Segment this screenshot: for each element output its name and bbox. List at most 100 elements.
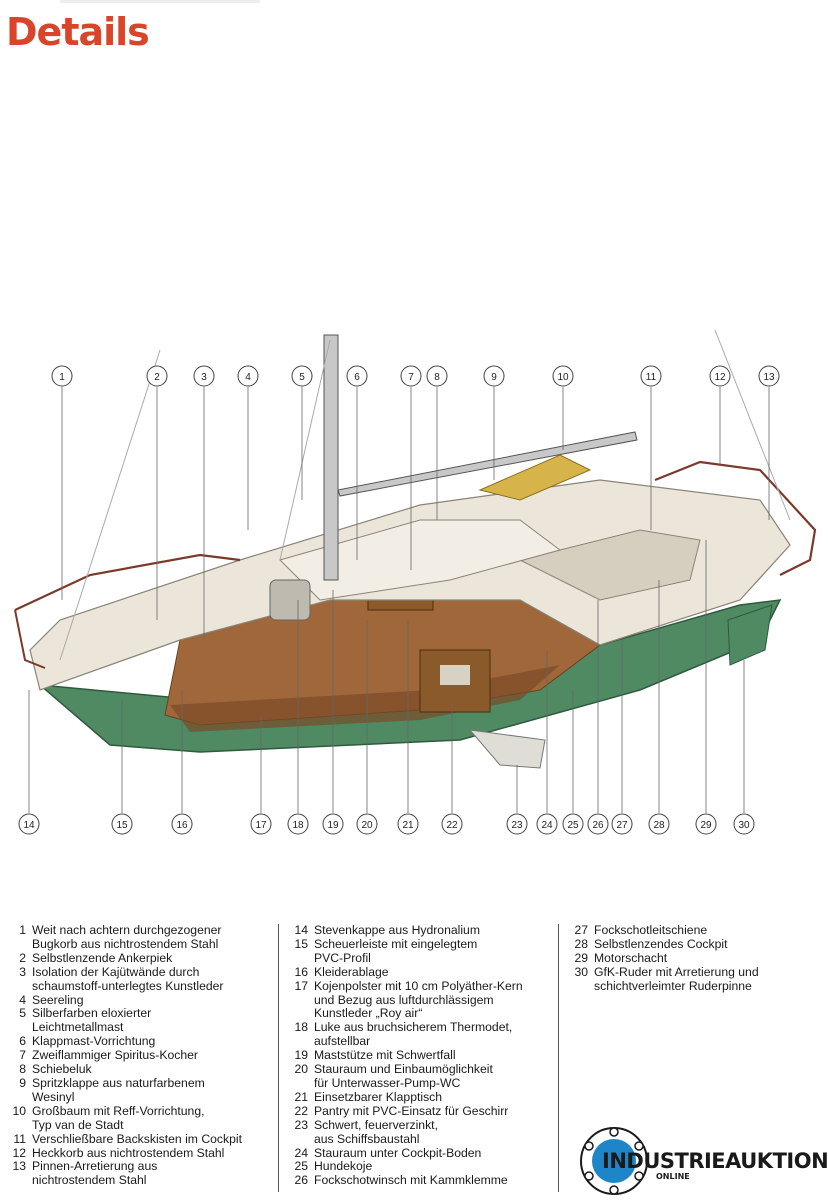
legend-text: Heckkorb aus nichtrostendem Stahl <box>32 1145 225 1160</box>
industrieauktion-logo <box>580 1127 648 1195</box>
page-title: Details <box>6 10 150 54</box>
callout-number: 17 <box>255 820 267 831</box>
legend-number: 7 <box>19 1048 26 1063</box>
legend-number: 29 <box>574 950 588 965</box>
legend-text: Klappmast-Vorrichtung <box>32 1034 156 1049</box>
legend-divider <box>278 924 279 1192</box>
legend-text: Fockschotwinsch mit Kammklemme <box>314 1173 508 1188</box>
legend-number: 1 <box>19 923 26 937</box>
legend-text: Seereling <box>32 992 84 1007</box>
legend-text: Hundekoje <box>314 1159 373 1174</box>
callout-circle <box>356 813 378 835</box>
callout-circle <box>426 365 448 387</box>
callout-circle <box>587 813 609 835</box>
legend-text: Einsetzbarer Klapptisch <box>314 1089 443 1104</box>
callout-number: 19 <box>327 820 339 831</box>
callout-circle <box>171 813 193 835</box>
callout-number: 29 <box>700 820 712 831</box>
legend-number: 11 <box>13 1131 26 1146</box>
legend-number: 6 <box>19 1034 26 1049</box>
legend-item: 6 Klappmast-Vorrichtung <box>4 1034 274 1049</box>
legend-number: 15 <box>294 936 308 951</box>
legend-text: Maststütze mit Schwertfall <box>314 1048 456 1063</box>
cockpit-well <box>518 529 701 601</box>
legend-text: Selbstlenzende Ankerpiek <box>32 950 173 965</box>
callout-circle <box>648 813 670 835</box>
legend-item: 10 Großbaum mit Reff-Vorrichtung, Typ van… <box>4 1103 274 1133</box>
legend-item: 4 Seereling <box>4 992 274 1008</box>
callout-circle <box>733 813 755 835</box>
callout-circle <box>291 365 313 387</box>
cabin-floor <box>170 665 560 732</box>
legend-text: Schiebeluk <box>32 1062 92 1077</box>
callout-number: 7 <box>408 372 414 383</box>
legend-text: Luke aus bruchsicherem Thermodet, aufste… <box>314 1020 513 1049</box>
legend-text: Stauraum unter Cockpit-Boden <box>314 1145 482 1160</box>
legend-item: 11 Verschließbare Backskisten im Cockpit <box>4 1131 274 1147</box>
logo-text: INDUSTRIEAUKTION <box>602 1149 828 1173</box>
callout-circle <box>18 813 40 835</box>
legend-text: Spritzklappe aus naturfarbenem Wesinyl <box>32 1075 205 1104</box>
legend-number: 10 <box>12 1103 26 1118</box>
legend-number: 30 <box>574 964 588 979</box>
rudder <box>727 604 773 666</box>
legend-number: 22 <box>294 1103 308 1118</box>
legend-text: Fockschotleitschiene <box>594 923 708 937</box>
legend-number: 14 <box>294 923 308 937</box>
callout-number: 14 <box>23 820 35 831</box>
callout-circle <box>51 365 73 387</box>
callout-circle <box>111 813 133 835</box>
legend-text: Stevenkappe aus Hydronalium <box>314 923 480 937</box>
legend-number: 4 <box>19 992 26 1007</box>
legend-number: 2 <box>19 950 26 965</box>
mast <box>323 334 339 581</box>
spray-hood <box>478 454 592 501</box>
legend-text: Kojenpolster mit 10 cm Polyäther-Kern un… <box>314 978 523 1021</box>
callout-circle <box>483 365 505 387</box>
legend-number: 12 <box>12 1145 26 1160</box>
legend-text: Stauraum und Einbaumöglichkeit für Unter… <box>314 1062 493 1090</box>
legend-text: Scheuerleiste mit eingelegtem PVC-Profil <box>314 936 478 965</box>
legend-item: 2 Selbstlenzende Ankerpiek <box>4 950 274 966</box>
legend-text: Pantry mit PVC-Einsatz für Geschirr <box>314 1103 509 1118</box>
logo-subtext: ONLINE <box>656 1172 690 1181</box>
callout-circle <box>397 813 419 835</box>
legend-number: 24 <box>294 1145 308 1160</box>
callout-number: 9 <box>491 372 497 383</box>
callout-circle <box>146 365 168 387</box>
legend-text: Verschließbare Backskisten im Cockpit <box>32 1131 242 1146</box>
callout-number: 26 <box>592 820 604 831</box>
legend-number: 16 <box>294 964 308 979</box>
callout-circle <box>536 813 558 835</box>
legend-text: Isolation der Kajütwände durch schaumsto… <box>32 964 224 993</box>
legend-number: 5 <box>19 1006 26 1021</box>
callout-number: 16 <box>176 820 188 831</box>
legend-text: Großbaum mit Reff-Vorrichtung, Typ van d… <box>32 1103 205 1132</box>
legend-text: Zweiflammiger Spiritus-Kocher <box>32 1048 198 1063</box>
callout-number: 25 <box>567 820 579 831</box>
legend-number: 20 <box>294 1062 308 1077</box>
callout-number: 28 <box>653 820 665 831</box>
callout-circle <box>287 813 309 835</box>
hatch <box>269 579 311 621</box>
legend-item: 15 Scheuerleiste mit eingelegtem PVC-Prof… <box>286 936 556 966</box>
cabin-roof <box>279 519 562 601</box>
callout-number: 27 <box>616 820 628 831</box>
legend-text: Pinnen-Arretierung aus nichtrostendem St… <box>32 1159 158 1188</box>
callout-number: 1 <box>59 372 65 383</box>
callout-circle <box>346 365 368 387</box>
